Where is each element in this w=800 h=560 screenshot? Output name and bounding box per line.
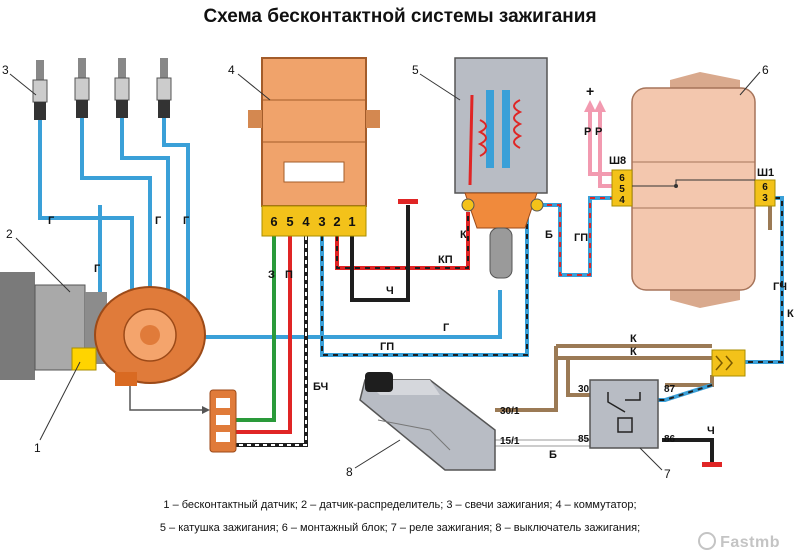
ignition-coil <box>454 57 548 279</box>
wire-label-g1: Г <box>48 215 55 227</box>
plus-arrow-1 <box>584 100 596 112</box>
sensor-connector <box>209 389 237 453</box>
switch-pin-30-1: 30/1 <box>500 406 520 417</box>
commutator-harness <box>236 205 529 447</box>
block-right-pin-6: 6 <box>762 182 768 193</box>
commutator-pin-2: 2 <box>333 214 340 229</box>
wire-label-g2: Г <box>155 215 162 227</box>
block-left-pin-5: 5 <box>619 184 625 195</box>
callout-5: 5 <box>412 63 419 77</box>
wire-label-gch: ГЧ <box>773 281 787 293</box>
wire-label-r1: Р <box>584 126 591 138</box>
wire-label-bch: БЧ <box>313 381 328 393</box>
coil-terminal-b: Б <box>545 229 553 241</box>
spark-plugs <box>32 58 172 120</box>
relay-pin-30: 30 <box>578 384 590 395</box>
callout-8: 8 <box>346 465 353 479</box>
relay-pin-87: 87 <box>664 384 676 395</box>
plus-arrow-2 <box>594 100 606 112</box>
wire-label-k2: К <box>630 346 637 358</box>
callout-2: 2 <box>6 227 13 241</box>
ignition-relay <box>589 379 659 449</box>
wire-label-gp1: ГП <box>380 341 394 353</box>
power-terminal <box>398 199 418 204</box>
commutator-pin-6: 6 <box>270 214 277 229</box>
wire-label-p: П <box>285 269 293 281</box>
watermark-text: Fastmb <box>720 534 780 551</box>
distributor <box>0 272 206 386</box>
commutator-pins: 6 5 4 3 2 1 <box>270 214 355 229</box>
wire-label-r2: Р <box>595 126 602 138</box>
callout-4: 4 <box>228 63 235 77</box>
wire-label-g4: Г <box>94 263 101 275</box>
spark-plug-3 <box>114 58 130 118</box>
spark-plug-1 <box>32 60 48 120</box>
block-connector-sh1: Ш1 <box>757 167 774 179</box>
commutator-pin-3: 3 <box>318 214 325 229</box>
block-left-pin-6: 6 <box>619 173 625 184</box>
wire-label-k1: К <box>630 333 637 345</box>
spark-plug-wires <box>38 118 190 310</box>
block-connector-sh8: Ш8 <box>609 155 626 167</box>
relay-connector <box>711 349 746 377</box>
mounting-block <box>611 72 776 308</box>
watermark-icon <box>698 532 717 550</box>
coil-hv-wire <box>185 290 502 339</box>
wire-label-b: Б <box>549 449 557 461</box>
spark-plug-4 <box>156 58 172 118</box>
wire-label-ch2: Ч <box>707 425 715 437</box>
callout-3: 3 <box>2 63 9 77</box>
wire-label-g3: Г <box>183 215 190 227</box>
page-title: Схема бесконтактной системы зажигания <box>203 6 597 27</box>
commutator-pin-5: 5 <box>286 214 293 229</box>
spark-plug-2 <box>74 58 90 118</box>
wire-label-k3: К <box>787 308 794 320</box>
relay-ground-wire <box>662 438 714 462</box>
ignition-switch <box>359 372 496 471</box>
wire-label-g5: Г <box>443 322 450 334</box>
relay-pin-86: 86 <box>664 434 676 445</box>
switch-pin-15-1: 15/1 <box>500 436 520 447</box>
legend-line-2: 5 – катушка зажигания; 6 – монтажный бло… <box>159 522 641 534</box>
wire-label-ch1: Ч <box>386 285 394 297</box>
block-right-pin-3: 3 <box>762 193 768 204</box>
sensor-link <box>129 380 202 411</box>
block-left-pin-4: 4 <box>619 195 625 206</box>
wire-label-kp: КП <box>438 254 453 266</box>
plus-sign: + <box>586 83 594 99</box>
callout-6: 6 <box>762 63 769 77</box>
wire-labels: Г Г Г Г Г З П КП Ч Ч БЧ ГП ГП ГЧ К К К Б… <box>48 126 794 461</box>
relay-pin-85: 85 <box>578 434 590 445</box>
wire-label-gp2: ГП <box>574 232 588 244</box>
coil-terminal-k: К <box>460 229 467 241</box>
commutator-pin-4: 4 <box>302 214 310 229</box>
component-callouts <box>9 71 761 471</box>
legend-line-1: 1 – бесконтактный датчик; 2 – датчик-рас… <box>163 499 637 511</box>
pink-wires <box>588 110 612 188</box>
commutator <box>248 57 380 237</box>
callout-7: 7 <box>664 467 671 481</box>
watermark: Fastmb <box>698 532 780 552</box>
wire-label-z: З <box>268 269 275 281</box>
callout-1: 1 <box>34 441 41 455</box>
commutator-pin-1: 1 <box>348 214 355 229</box>
brown-wires <box>495 344 714 412</box>
